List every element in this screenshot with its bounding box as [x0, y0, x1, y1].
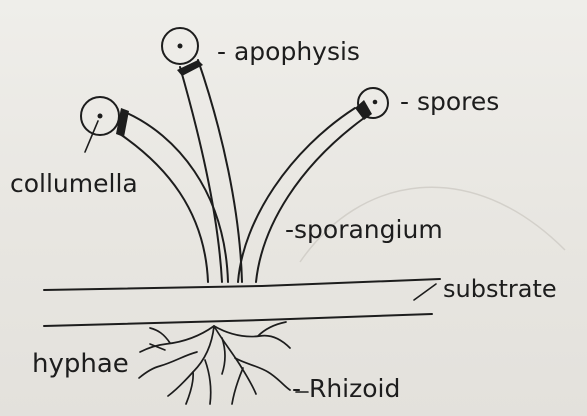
columella-pointer [85, 121, 98, 152]
left-sporangiophore-inner [127, 113, 228, 282]
hyphae-label: hyphae [32, 349, 129, 379]
sporangium-label: -sporangium [285, 215, 443, 244]
substrate-bottom-line [44, 314, 432, 326]
substrate-pointer [414, 284, 436, 300]
spores-label: - spores [400, 87, 499, 116]
right-sporangiophore-left [238, 108, 355, 282]
apophysis-label: - apophysis [217, 37, 360, 66]
substrate-label: substrate [443, 275, 557, 303]
left-spore-dot [98, 114, 103, 119]
middle-sporangiophore-left [180, 67, 222, 282]
columella-label: collumella [10, 169, 138, 198]
right-spore-dot [373, 100, 378, 105]
rhizoid-label: - Rhizoid [292, 374, 400, 403]
middle-spore-dot [178, 44, 183, 49]
rhizoids [139, 322, 290, 404]
left-sporangiophore-outer [120, 134, 208, 282]
